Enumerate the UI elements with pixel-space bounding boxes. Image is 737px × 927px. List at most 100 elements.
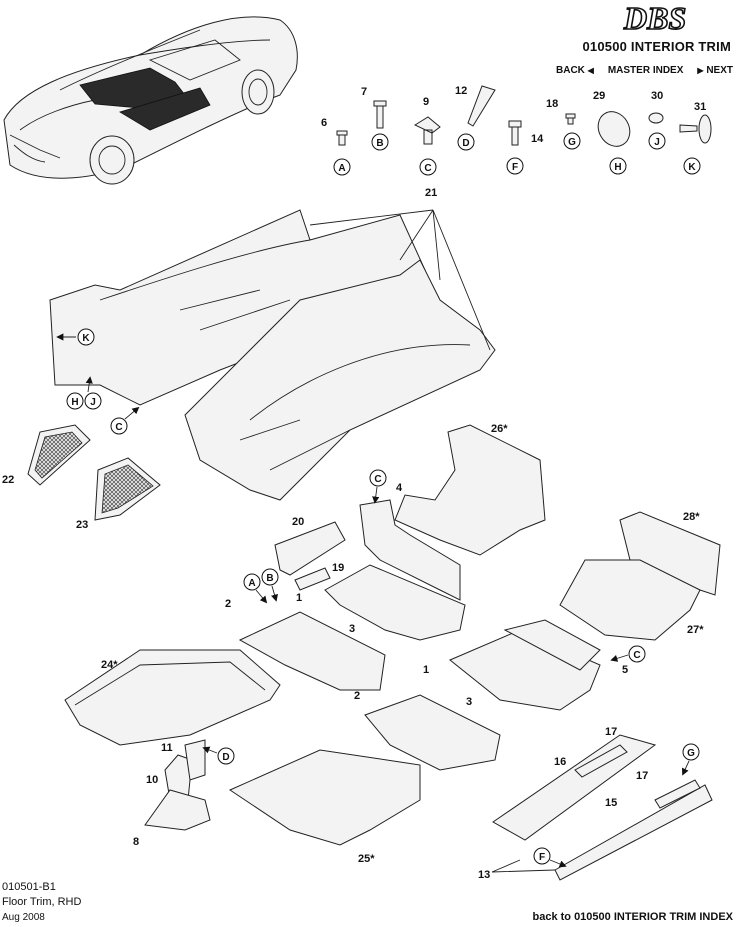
- callout-7: 7: [361, 86, 367, 98]
- callout-2a: 2: [225, 598, 231, 610]
- next-link[interactable]: ▶ NEXT: [697, 65, 733, 76]
- svg-text:C: C: [374, 474, 381, 485]
- callout-24: 24*: [101, 659, 118, 671]
- marker-b: [261, 568, 279, 586]
- sill-plate-lower: [554, 784, 713, 881]
- floor-tray-1b: [364, 694, 501, 771]
- svg-text:D: D: [222, 752, 229, 763]
- callout-30: 30: [651, 90, 663, 102]
- page-title: 010500 INTERIOR TRIM: [582, 39, 731, 54]
- callout-17a: 17: [605, 726, 617, 738]
- side-trim-panels: 21: [49, 187, 496, 501]
- svg-text:C: C: [115, 422, 122, 433]
- callout-25: 25*: [358, 853, 375, 865]
- callout-3b: 3: [466, 696, 472, 708]
- back-link[interactable]: BACK ◀: [556, 65, 594, 76]
- callout-15: 15: [605, 797, 617, 809]
- screw-18-icon: [565, 113, 576, 125]
- bolt-14-icon: [508, 120, 522, 146]
- bolt-7-icon: [373, 100, 387, 129]
- svg-text:J: J: [654, 137, 660, 148]
- floor-tray-upper: [324, 564, 466, 641]
- callout-31: 31: [694, 101, 706, 113]
- svg-text:G: G: [687, 748, 695, 759]
- callout-8: 8: [133, 836, 139, 848]
- pad-19: [294, 567, 331, 591]
- screw-12-icon: [467, 85, 496, 127]
- callout-9: 9: [423, 96, 429, 108]
- callout-3a: 3: [349, 623, 355, 635]
- svg-text:C: C: [424, 163, 431, 174]
- marker-a: [243, 573, 261, 591]
- drawing-name: Floor Trim, RHD: [2, 896, 82, 908]
- back-to-index-link[interactable]: back to 010500 INTERIOR TRIM INDEX: [532, 911, 734, 923]
- dbs-logo: DBS: [622, 2, 687, 34]
- callout-27: 27*: [687, 624, 704, 636]
- callout-26: 26*: [491, 423, 508, 435]
- svg-text:F: F: [539, 852, 545, 863]
- next-arrow-icon: ▶: [697, 66, 704, 75]
- marker-j: [84, 392, 102, 410]
- drawing-number: 010501-B1: [2, 881, 56, 893]
- letter-k-badge: [683, 157, 701, 175]
- letter-f-badge: [506, 157, 524, 175]
- sill-insert-16: [574, 744, 628, 778]
- right-panel-21: [184, 259, 496, 501]
- callout-18: 18: [546, 98, 558, 110]
- letter-g-badge: [563, 132, 581, 150]
- marker-d: [217, 747, 235, 765]
- callout-20: 20: [292, 516, 304, 528]
- master-index-link[interactable]: MASTER INDEX: [607, 65, 684, 76]
- sill-insert-15: [654, 779, 701, 809]
- navigation-bar: BACK ◀ MASTER INDEX ▶ NEXT: [556, 65, 733, 76]
- callout-17b: 17: [636, 770, 648, 782]
- callout-14: 14: [531, 133, 544, 145]
- callout-1b: 1: [423, 664, 429, 676]
- sill-plate-upper: [492, 734, 657, 841]
- carpet-24: [64, 649, 281, 746]
- svg-text:F: F: [512, 162, 518, 173]
- letter-c-badge: [419, 158, 437, 176]
- plug-31-icon: [679, 124, 698, 133]
- back-arrow-icon: ◀: [587, 66, 594, 75]
- carpet-27: [559, 559, 701, 641]
- svg-text:H: H: [614, 162, 621, 173]
- carpet-26: [394, 424, 546, 556]
- callout-28: 28*: [683, 511, 700, 523]
- letter-d-badge: [457, 133, 475, 151]
- svg-text:DBS: DBS: [623, 2, 686, 34]
- callout-5: 5: [622, 664, 628, 676]
- svg-text:B: B: [376, 138, 383, 149]
- callout-1a: 1: [296, 592, 302, 604]
- carpet-25: [228, 749, 421, 846]
- screw-6-icon: [336, 130, 348, 146]
- callout-29: 29: [593, 90, 605, 102]
- letter-b-badge: [371, 133, 389, 151]
- callout-21: 21: [425, 187, 437, 199]
- letter-a-badge: [333, 158, 351, 176]
- svg-text:J: J: [90, 397, 96, 408]
- clip-9-icon: [413, 116, 441, 145]
- callout-2b: 2: [354, 690, 360, 702]
- marker-k: [77, 328, 95, 346]
- letter-j-badge: [648, 132, 666, 150]
- floor-tray-1a: [238, 611, 386, 691]
- bracket-8: [144, 789, 211, 831]
- letter-h-badge: [609, 157, 627, 175]
- svg-text:B: B: [266, 573, 273, 584]
- marker-c-tray: [628, 645, 646, 663]
- grommet-30-icon: [648, 112, 664, 124]
- svg-text:D: D: [462, 138, 469, 149]
- callout-10: 10: [146, 774, 158, 786]
- svg-text:G: G: [568, 137, 576, 148]
- drawing-date: Aug 2008: [2, 912, 45, 923]
- callout-12: 12: [455, 85, 467, 97]
- callout-13: 13: [478, 869, 490, 881]
- marker-h: [66, 392, 84, 410]
- drawing-reference: 010501-B1 Floor Trim, RHD Aug 2008: [2, 880, 81, 925]
- car-overview-illustration: [3, 16, 298, 185]
- callout-4: 4: [396, 482, 403, 494]
- callout-19: 19: [332, 562, 344, 574]
- marker-c-trim4: [369, 469, 387, 487]
